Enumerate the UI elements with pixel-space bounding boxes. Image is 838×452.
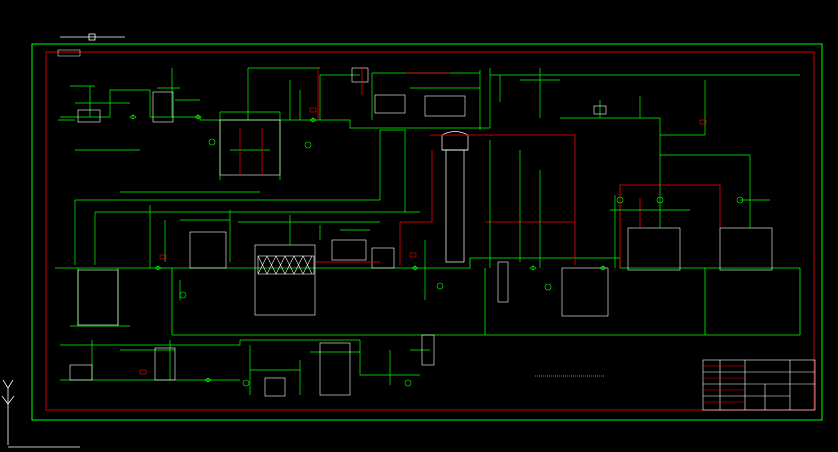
title-block-red-rows: [703, 365, 745, 403]
drawing-frame: [31, 43, 823, 421]
middle-vessels: [77, 227, 773, 326]
top-red-lines: [239, 68, 450, 175]
top-equipment: [77, 67, 607, 176]
right-feed-lines: [179, 135, 770, 300]
drawing-border: [45, 51, 815, 411]
viewport-indicator: [60, 33, 125, 41]
middle-header-line: [74, 129, 420, 268]
valve-icon: [129, 114, 607, 383]
red-circuit-lines: [315, 134, 721, 268]
bottom-vessels: [69, 334, 435, 397]
sheet-tag-box: [57, 49, 81, 57]
mixer-grid: [257, 255, 315, 275]
ucs-icon: [1, 379, 80, 448]
pump-icon: [179, 138, 744, 387]
red-tags: [139, 107, 707, 375]
title-block: [702, 359, 816, 411]
